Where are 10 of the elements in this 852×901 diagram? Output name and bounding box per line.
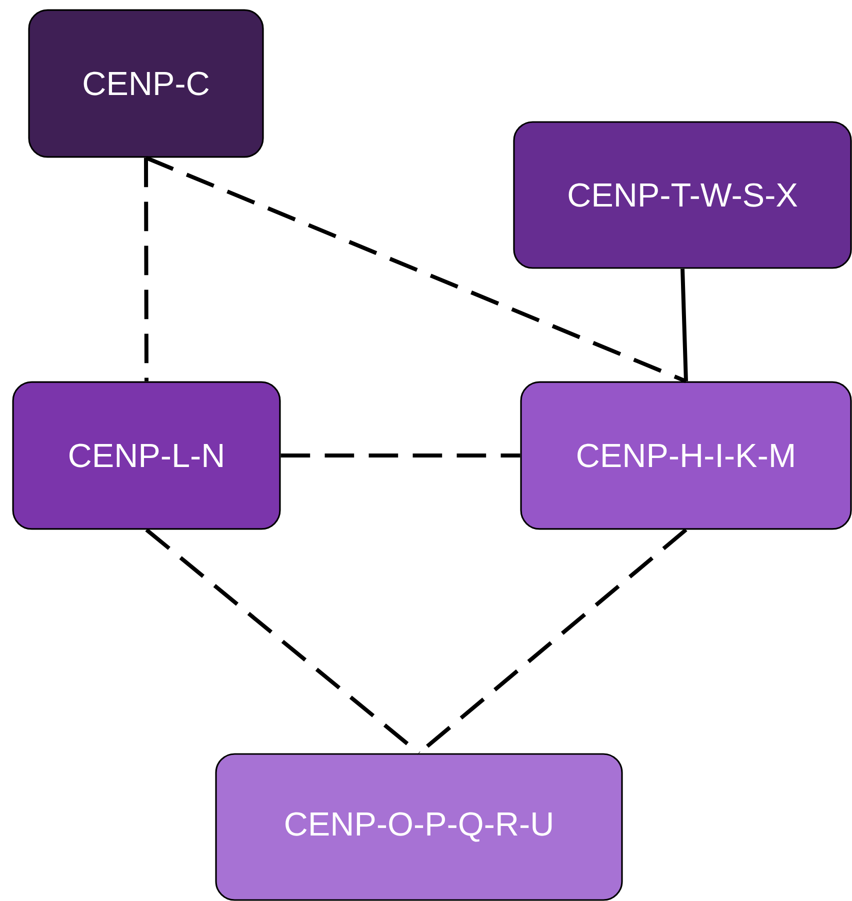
process-box: CENP-L-N xyxy=(12,381,281,530)
connector-line xyxy=(680,268,688,382)
process-box: CENP-T-W-S-X xyxy=(513,121,852,269)
connector-line xyxy=(144,158,148,382)
process-box: CENP-H-I-K-M xyxy=(520,381,852,530)
connector-line xyxy=(145,156,687,384)
process-box: CENP-O-P-Q-R-U xyxy=(215,753,623,901)
connector-line xyxy=(145,528,420,755)
process-box: CENP-C xyxy=(28,9,264,158)
connector-line xyxy=(280,454,520,458)
